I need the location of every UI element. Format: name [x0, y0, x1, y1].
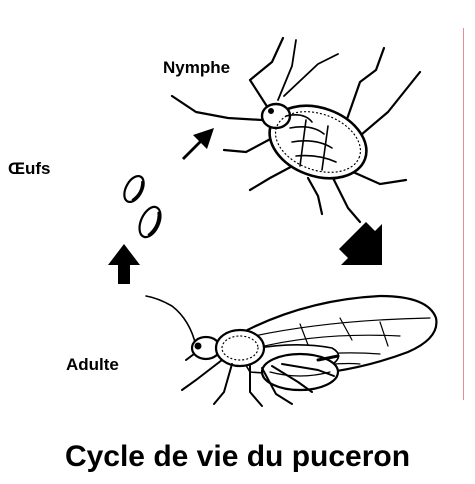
nymph-label: Nymphe — [163, 58, 230, 78]
eggs-illustration — [120, 173, 164, 240]
arrow-icon — [108, 244, 140, 284]
eggs-label: Œufs — [8, 159, 51, 179]
winged-adult-aphid-illustration — [146, 296, 436, 406]
egg-icon — [120, 173, 147, 205]
arrow-icon — [182, 128, 214, 160]
adult-label: Adulte — [66, 355, 119, 375]
egg-icon — [135, 204, 164, 241]
arrow-icon — [339, 222, 382, 265]
diagram-title: Cycle de vie du puceron — [0, 440, 475, 474]
